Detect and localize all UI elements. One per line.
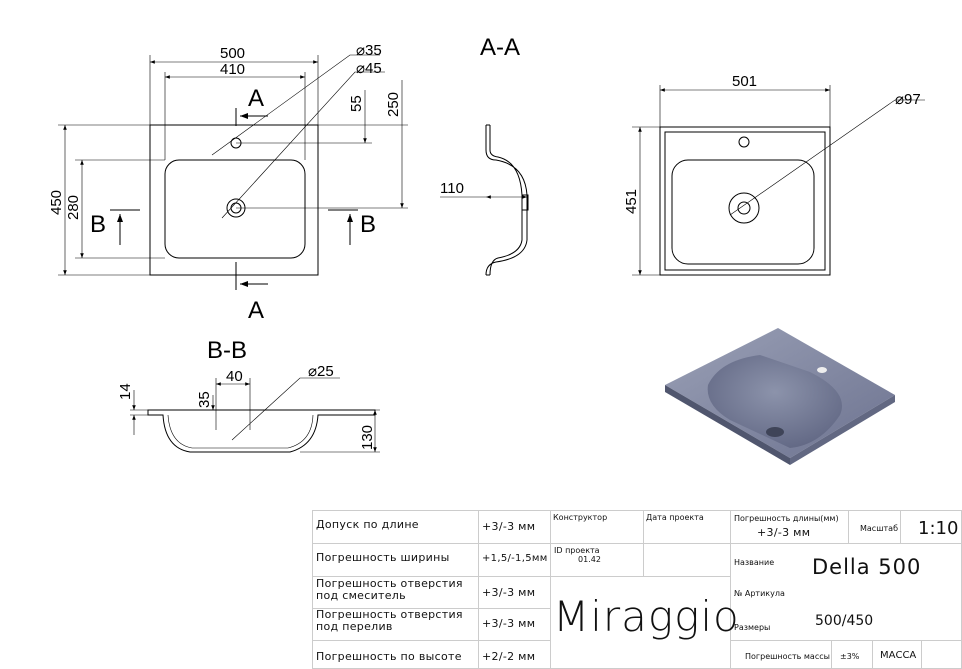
top-view: 500 410 450 280 250 55 ⌀35 ⌀45 A A B B bbox=[48, 42, 408, 324]
section-label-a-top: A bbox=[248, 85, 264, 112]
dim-d35: ⌀35 bbox=[356, 42, 382, 59]
section-bb: B-B 14 35 40 ⌀25 130 bbox=[117, 337, 380, 453]
dim-40: 40 bbox=[226, 368, 243, 385]
section-bb-title: B-B bbox=[207, 337, 247, 364]
tolerance-value-mixer-hole: +3/-3 мм bbox=[482, 586, 536, 599]
tolerance-label-height: Погрешность по высоте bbox=[316, 650, 462, 663]
dim-410: 410 bbox=[220, 61, 245, 78]
section-label-a-bottom: A bbox=[248, 297, 264, 324]
section-aa: A-A 110 bbox=[440, 34, 529, 276]
mass-tolerance-value: ±3% bbox=[840, 652, 860, 661]
name-label: Название bbox=[734, 558, 775, 567]
dim-250: 250 bbox=[385, 92, 402, 117]
length-tolerance-value: +3/-3 мм bbox=[757, 526, 811, 539]
brand-logo: Miraggio bbox=[553, 592, 740, 641]
dim-280: 280 bbox=[65, 195, 82, 220]
tolerance-label-mixer-hole: Погрешность отверстия под смеситель bbox=[316, 577, 463, 602]
tolerance-value-width: +1,5/-1,5мм bbox=[482, 553, 548, 564]
tolerance-value-length: +3/-3 мм bbox=[482, 520, 536, 533]
tolerance-value-overflow-hole: +3/-3 мм bbox=[482, 617, 536, 630]
bottom-view: 501 451 ⌀97 bbox=[623, 73, 925, 276]
section-label-b-right: B bbox=[360, 211, 376, 238]
dim-d97: ⌀97 bbox=[895, 91, 921, 108]
tolerance-label-length: Допуск по длине bbox=[316, 518, 419, 531]
basin-3d-render bbox=[665, 328, 895, 465]
mass-tolerance-label: Погрешность массы bbox=[745, 652, 830, 661]
date-label: Дата проекта bbox=[646, 513, 704, 522]
article-label: № Артикула bbox=[734, 589, 785, 598]
dim-501: 501 bbox=[732, 73, 757, 90]
dim-d25: ⌀25 bbox=[308, 363, 334, 380]
mass-label: МАССА bbox=[880, 650, 917, 661]
length-tolerance-label: Погрешность длины(мм) bbox=[734, 514, 839, 523]
sizes-value: 500/450 bbox=[815, 613, 874, 629]
sizes-label: Размеры bbox=[734, 623, 771, 632]
dim-55: 55 bbox=[348, 95, 365, 112]
product-name: Della 500 bbox=[812, 555, 922, 579]
section-aa-title: A-A bbox=[480, 34, 520, 61]
dim-35: 35 bbox=[196, 391, 213, 408]
dim-d45: ⌀45 bbox=[356, 60, 382, 77]
dim-14: 14 bbox=[117, 383, 134, 400]
dim-451: 451 bbox=[623, 189, 640, 214]
project-id-label: ID проекта bbox=[554, 546, 600, 555]
project-id: 01.42 bbox=[578, 555, 601, 564]
tolerance-label-width: Погрешность ширины bbox=[316, 551, 450, 564]
scale-value: 1:10 bbox=[918, 518, 959, 539]
dim-450: 450 bbox=[48, 190, 65, 215]
section-label-b-left: B bbox=[90, 211, 106, 238]
scale-label: Масштаб bbox=[860, 524, 899, 533]
dim-110: 110 bbox=[440, 180, 464, 197]
dim-500: 500 bbox=[220, 45, 245, 62]
dim-130: 130 bbox=[359, 425, 376, 450]
tolerance-label-overflow-hole: Погрешность отверстия под перелив bbox=[316, 608, 463, 633]
tolerance-value-height: +2/-2 мм bbox=[482, 650, 536, 663]
constructor-label: Конструктор bbox=[553, 513, 608, 522]
